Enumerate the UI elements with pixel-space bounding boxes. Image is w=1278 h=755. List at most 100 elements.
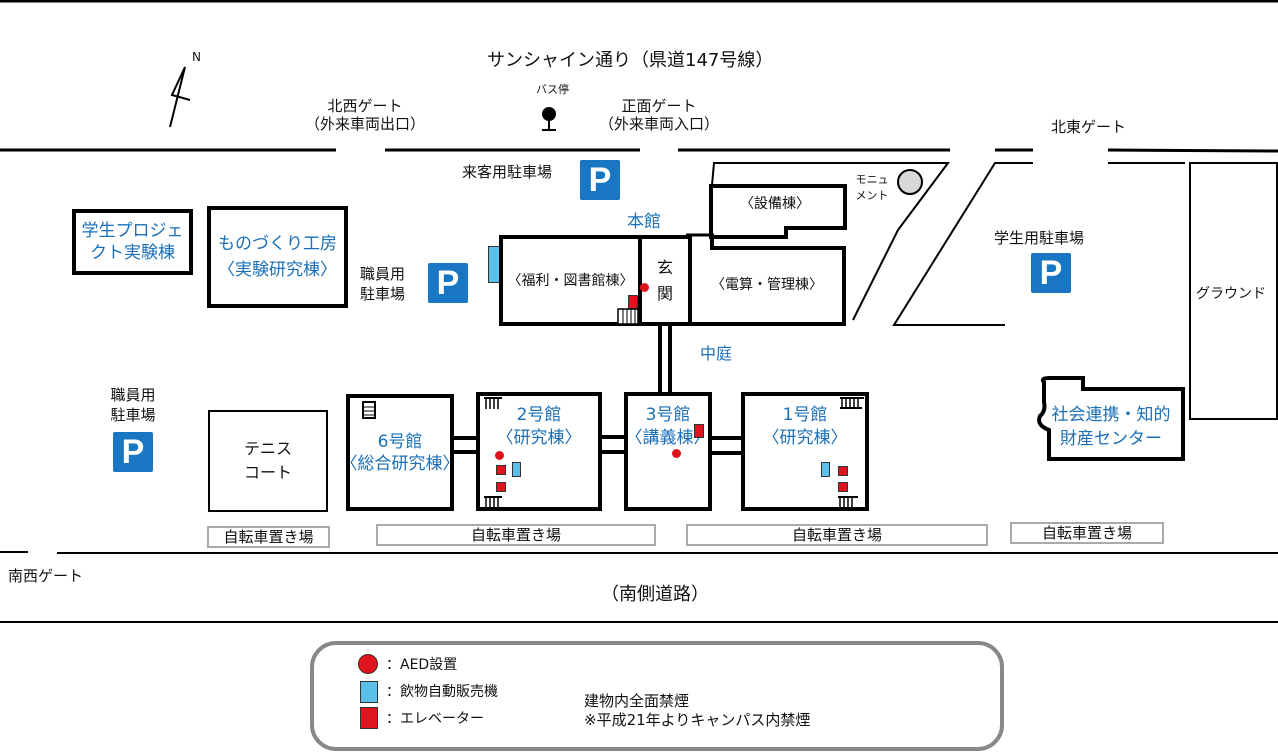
building-label: 学生プロジェ クト実験棟 (82, 220, 184, 264)
label-line: 財産センター (1060, 429, 1162, 449)
parking-icon: P (1031, 253, 1071, 293)
facilities-building-label: 〈設備棟〉 (740, 196, 810, 212)
staff-parking-west-line1: 職員用 (110, 386, 156, 404)
aed-icon (358, 654, 378, 674)
building-label: 玄 関 (657, 255, 673, 307)
stairs-icon (484, 496, 502, 508)
courtyard-label: 中庭 (700, 344, 733, 363)
building-label: 1号館 〈研究棟〉 (763, 404, 848, 450)
front-gate-name: 正面ゲート (621, 97, 697, 115)
label-line: 1号館 (782, 405, 828, 425)
label-line: 〈講義棟〉 (625, 428, 711, 448)
stairs-icon (362, 401, 376, 419)
building-computing-admin-top (686, 233, 846, 250)
label-line: 学生プロジェ (81, 221, 184, 241)
staff-parking-west-line2: 駐車場 (110, 406, 156, 424)
building-label: 〈福利・図書館棟〉 (507, 272, 634, 289)
northwest-gate-note: （外来車両出口） (304, 115, 425, 133)
parking-icon: P (428, 263, 468, 303)
label-line: 〈研究棟〉 (762, 428, 848, 448)
smoking-policy-line2: ※平成21年よりキャンパス内禁煙 (584, 711, 811, 729)
south-road-label: （南側道路） (601, 584, 709, 605)
bus-stop-icon (540, 105, 558, 131)
stairs-icon (617, 308, 639, 324)
elevator-icon (838, 482, 848, 492)
building-social-center[interactable]: 社会連携・知的 財産センター (1040, 403, 1182, 451)
label-line: 玄 (656, 257, 673, 277)
building-1[interactable]: 1号館 〈研究棟〉 (741, 392, 869, 511)
label-line: 6号館 (377, 431, 423, 452)
building-label: 2号館 〈研究棟〉 (497, 404, 582, 450)
elevator-icon (496, 465, 506, 475)
building-label: 3号館 〈講義棟〉 (626, 404, 711, 450)
bike-parking-1: 自転車置き場 (207, 526, 330, 548)
label-line: ものづくり工房 (218, 234, 337, 254)
staff-parking-north-line1: 職員用 (360, 265, 406, 283)
student-parking-label: 学生用駐車場 (994, 229, 1085, 247)
label-line: コート (243, 463, 292, 482)
building-label: 〈電算・管理棟〉 (711, 277, 823, 293)
label-line: クト実験棟 (90, 243, 175, 263)
stairs-icon (840, 397, 864, 409)
building-student-project[interactable]: 学生プロジェ クト実験棟 (72, 209, 193, 275)
tennis-court[interactable]: テニス コート (208, 410, 328, 512)
staff-parking-north-label: 職員用 駐車場 (360, 264, 405, 304)
smoking-policy-line1: 建物内全面禁煙 (584, 692, 690, 710)
front-gate-note: （外来車両入口） (598, 115, 719, 133)
elevator-icon (628, 295, 638, 309)
bike-parking-4: 自転車置き場 (1010, 522, 1164, 544)
label-line: 社会連携・知的 (1051, 405, 1171, 425)
aed-icon (672, 449, 681, 458)
label-line: 2号館 (516, 405, 562, 425)
label-line: 〈研究棟〉 (496, 428, 582, 448)
vending-machine-icon (512, 462, 521, 477)
label-line: テニス (243, 439, 292, 458)
northwest-gate-name: 北西ゲート (327, 97, 403, 115)
building-computing-admin[interactable]: 〈電算・管理棟〉 (688, 248, 846, 326)
parking-icon: P (580, 160, 620, 200)
building-label: ものづくり工房 〈実験研究棟〉 (218, 231, 337, 283)
building-monozukuri[interactable]: ものづくり工房 〈実験研究棟〉 (207, 206, 348, 308)
label-line: 3号館 (645, 405, 691, 425)
monument-label: モニュ メント (852, 172, 892, 204)
building-2[interactable]: 2号館 〈研究棟〉 (476, 392, 602, 511)
elevator-icon (694, 424, 704, 438)
aed-icon (640, 283, 649, 292)
north-road-label: サンシャイン通り（県道147号線） (487, 50, 774, 71)
visitor-parking-label: 来客用駐車場 (462, 163, 553, 181)
front-gate: 正面ゲート （外来車両入口） (594, 97, 724, 133)
main-hall-label: 本館 (627, 212, 661, 232)
label-line: 〈実験研究棟〉 (218, 260, 337, 280)
legend-vending: ：飲物自動販売機 (386, 684, 498, 700)
bike-parking-2: 自転車置き場 (376, 524, 656, 546)
staff-parking-west-label: 職員用 駐車場 (103, 385, 163, 425)
compass-north-label: N (192, 50, 201, 64)
stairs-icon (838, 496, 858, 508)
northeast-gate: 北東ゲート (1051, 118, 1127, 136)
elevator-icon (360, 707, 378, 729)
southwest-gate: 南西ゲート (8, 567, 84, 585)
building-entrance[interactable]: 玄 関 (638, 235, 692, 326)
bus-stop-label: バス停 (536, 83, 569, 96)
legend: ：AED設置 ：飲物自動販売機 ：エレベーター 建物内全面禁煙 ※平成21年より… (310, 641, 1004, 751)
aed-icon (495, 451, 504, 460)
staff-parking-north-line2: 駐車場 (360, 285, 406, 303)
building-3[interactable]: 3号館 〈講義棟〉 (624, 392, 712, 511)
building-label: 6号館 〈総合研究棟〉 (341, 431, 460, 475)
elevator-icon (838, 466, 848, 476)
ground-label: グラウンド (1196, 286, 1266, 302)
parking-icon: P (113, 432, 153, 472)
tennis-court-label: テニス コート (244, 437, 292, 485)
vending-machine-icon (360, 681, 378, 703)
northwest-gate: 北西ゲート （外来車両出口） (300, 97, 430, 133)
vending-machine-icon (821, 462, 830, 477)
bike-parking-3: 自転車置き場 (686, 524, 988, 546)
stairs-icon (484, 397, 502, 409)
legend-aed: ：AED設置 (386, 657, 458, 673)
label-line: 関 (656, 283, 673, 303)
label-line: メント (855, 189, 889, 202)
label-line: 〈総合研究棟〉 (340, 453, 460, 474)
legend-elevator: ：エレベーター (386, 711, 484, 727)
label-line: モニュ (855, 173, 889, 186)
